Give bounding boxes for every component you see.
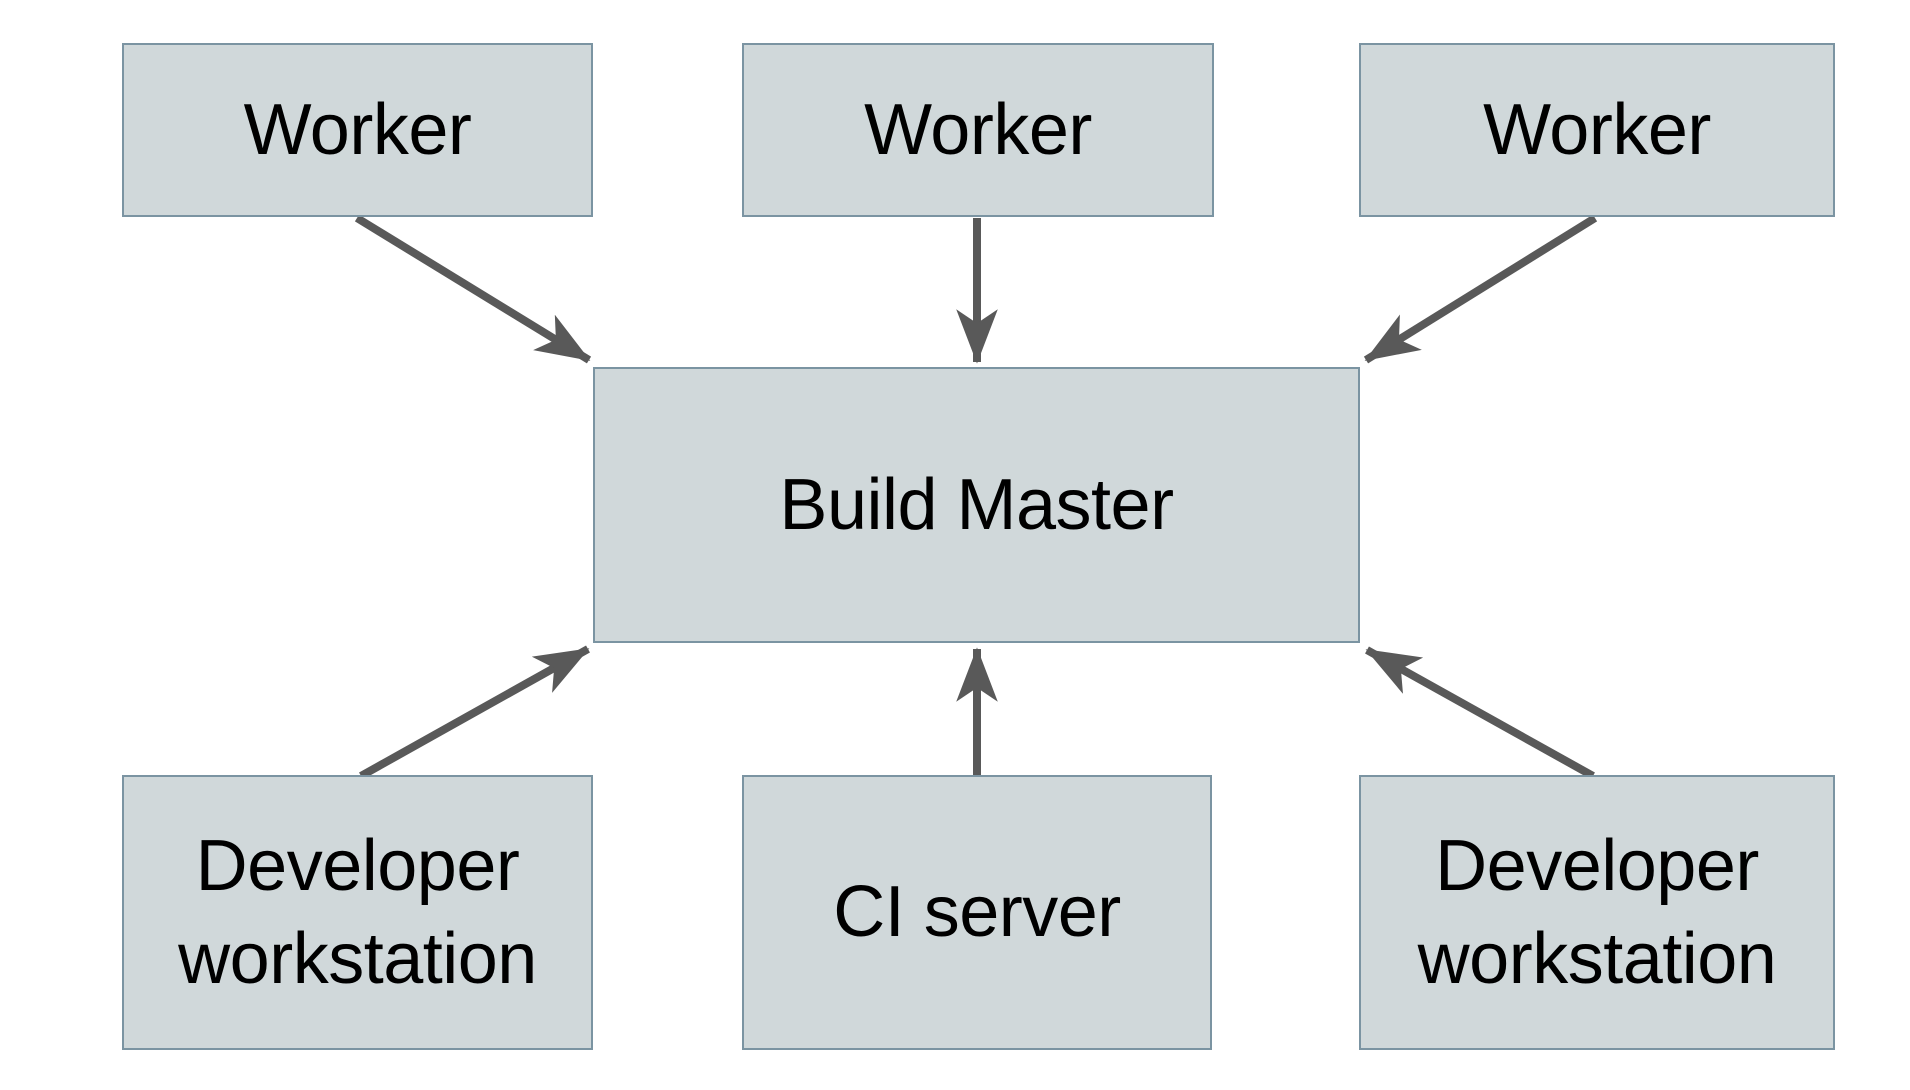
- arrow-dev-right-to-build-master: [1365, 646, 1595, 780]
- node-worker-left-label: Worker: [243, 89, 472, 170]
- node-worker-left: Worker: [122, 43, 593, 217]
- arrow-worker-left-to-build-master: [354, 214, 592, 364]
- arrow-worker-right-to-build-master: [1363, 214, 1598, 364]
- node-worker-right-label: Worker: [1483, 89, 1711, 170]
- arrow-dev-left-to-build-master: [359, 645, 590, 780]
- node-developer-workstation-left: Developer workstation: [122, 775, 593, 1050]
- node-build-master: Build Master: [593, 367, 1360, 643]
- node-worker-right: Worker: [1359, 43, 1835, 217]
- node-build-master-label: Build Master: [779, 464, 1174, 545]
- node-ci-server: CI server: [742, 775, 1212, 1050]
- node-developer-workstation-right-label: Developer workstation: [1417, 826, 1777, 999]
- node-worker-middle-label: Worker: [864, 89, 1092, 170]
- node-developer-workstation-left-label: Developer workstation: [178, 826, 537, 999]
- node-worker-middle: Worker: [742, 43, 1214, 217]
- node-developer-workstation-right: Developer workstation: [1359, 775, 1835, 1050]
- node-ci-server-label: CI server: [833, 872, 1121, 953]
